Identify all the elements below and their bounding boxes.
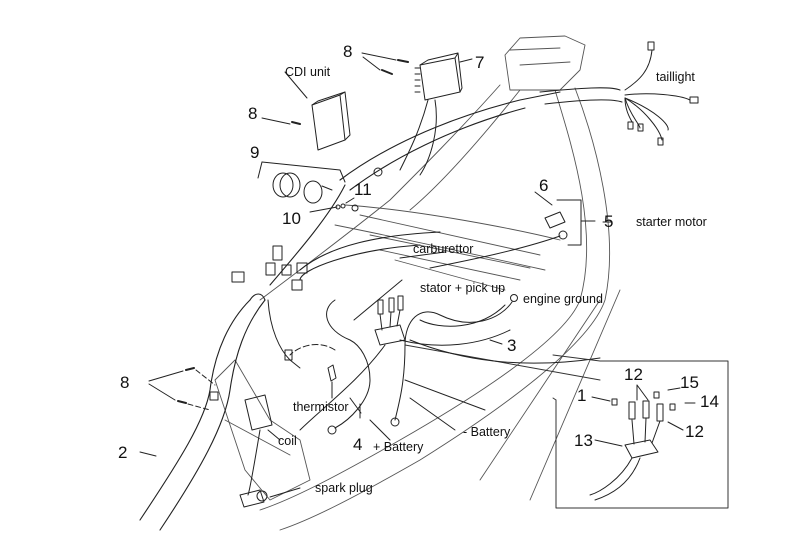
label-minus-battery: - Battery xyxy=(463,425,511,439)
callout-2: 2 xyxy=(118,443,128,462)
callout-10: 10 xyxy=(282,209,301,228)
callout-7: 7 xyxy=(475,53,485,72)
label-thermistor: thermistor xyxy=(293,400,349,414)
battery-cables xyxy=(289,294,518,435)
inset-callout-1: 1 xyxy=(577,386,587,405)
label-engine-ground: engine ground xyxy=(523,292,603,306)
inset-callout-12-bottom: 12 xyxy=(685,422,704,441)
callout-8-regulator-screws: 8 xyxy=(343,42,353,61)
main-harness xyxy=(139,87,623,531)
inset-callout-14: 14 xyxy=(700,392,719,411)
taillight-wires xyxy=(624,41,699,146)
engine-parts xyxy=(239,299,337,508)
horn-part xyxy=(257,161,355,213)
label-stator-pick-up: stator + pick up xyxy=(420,281,506,295)
callout-5: 5 xyxy=(604,212,614,231)
label-carburettor: carburettor xyxy=(413,242,474,256)
callout-6: 6 xyxy=(539,176,549,195)
inset-callout-15: 15 xyxy=(680,373,699,392)
label-starter-motor: starter motor xyxy=(636,215,707,229)
screws-left xyxy=(148,367,219,411)
label-spark-plug: spark plug xyxy=(315,481,373,495)
regulator-part xyxy=(361,52,473,176)
connectors xyxy=(231,167,383,291)
callout-9: 9 xyxy=(250,143,260,162)
callout-8-frame-screws: 8 xyxy=(120,373,130,392)
label-plus-battery: + Battery xyxy=(373,440,424,454)
inset-callout-12-top: 12 xyxy=(624,365,643,384)
starter-motor-part xyxy=(429,191,613,269)
callout-4: 4 xyxy=(353,435,363,454)
label-cdi-unit: CDI unit xyxy=(285,65,331,79)
callout-11: 11 xyxy=(354,180,372,199)
callout-3: 3 xyxy=(507,336,517,355)
cdi-unit-part xyxy=(261,71,351,151)
label-coil: coil xyxy=(278,434,297,448)
leader-lines xyxy=(139,251,503,457)
inset-fuse-detail xyxy=(589,384,696,501)
label-taillight: taillight xyxy=(656,70,695,84)
fuse-box xyxy=(299,295,601,431)
callout-8-cdi-screw: 8 xyxy=(248,104,258,123)
inset-callout-13: 13 xyxy=(574,431,593,450)
inset-box xyxy=(552,354,729,509)
frame xyxy=(214,35,621,531)
